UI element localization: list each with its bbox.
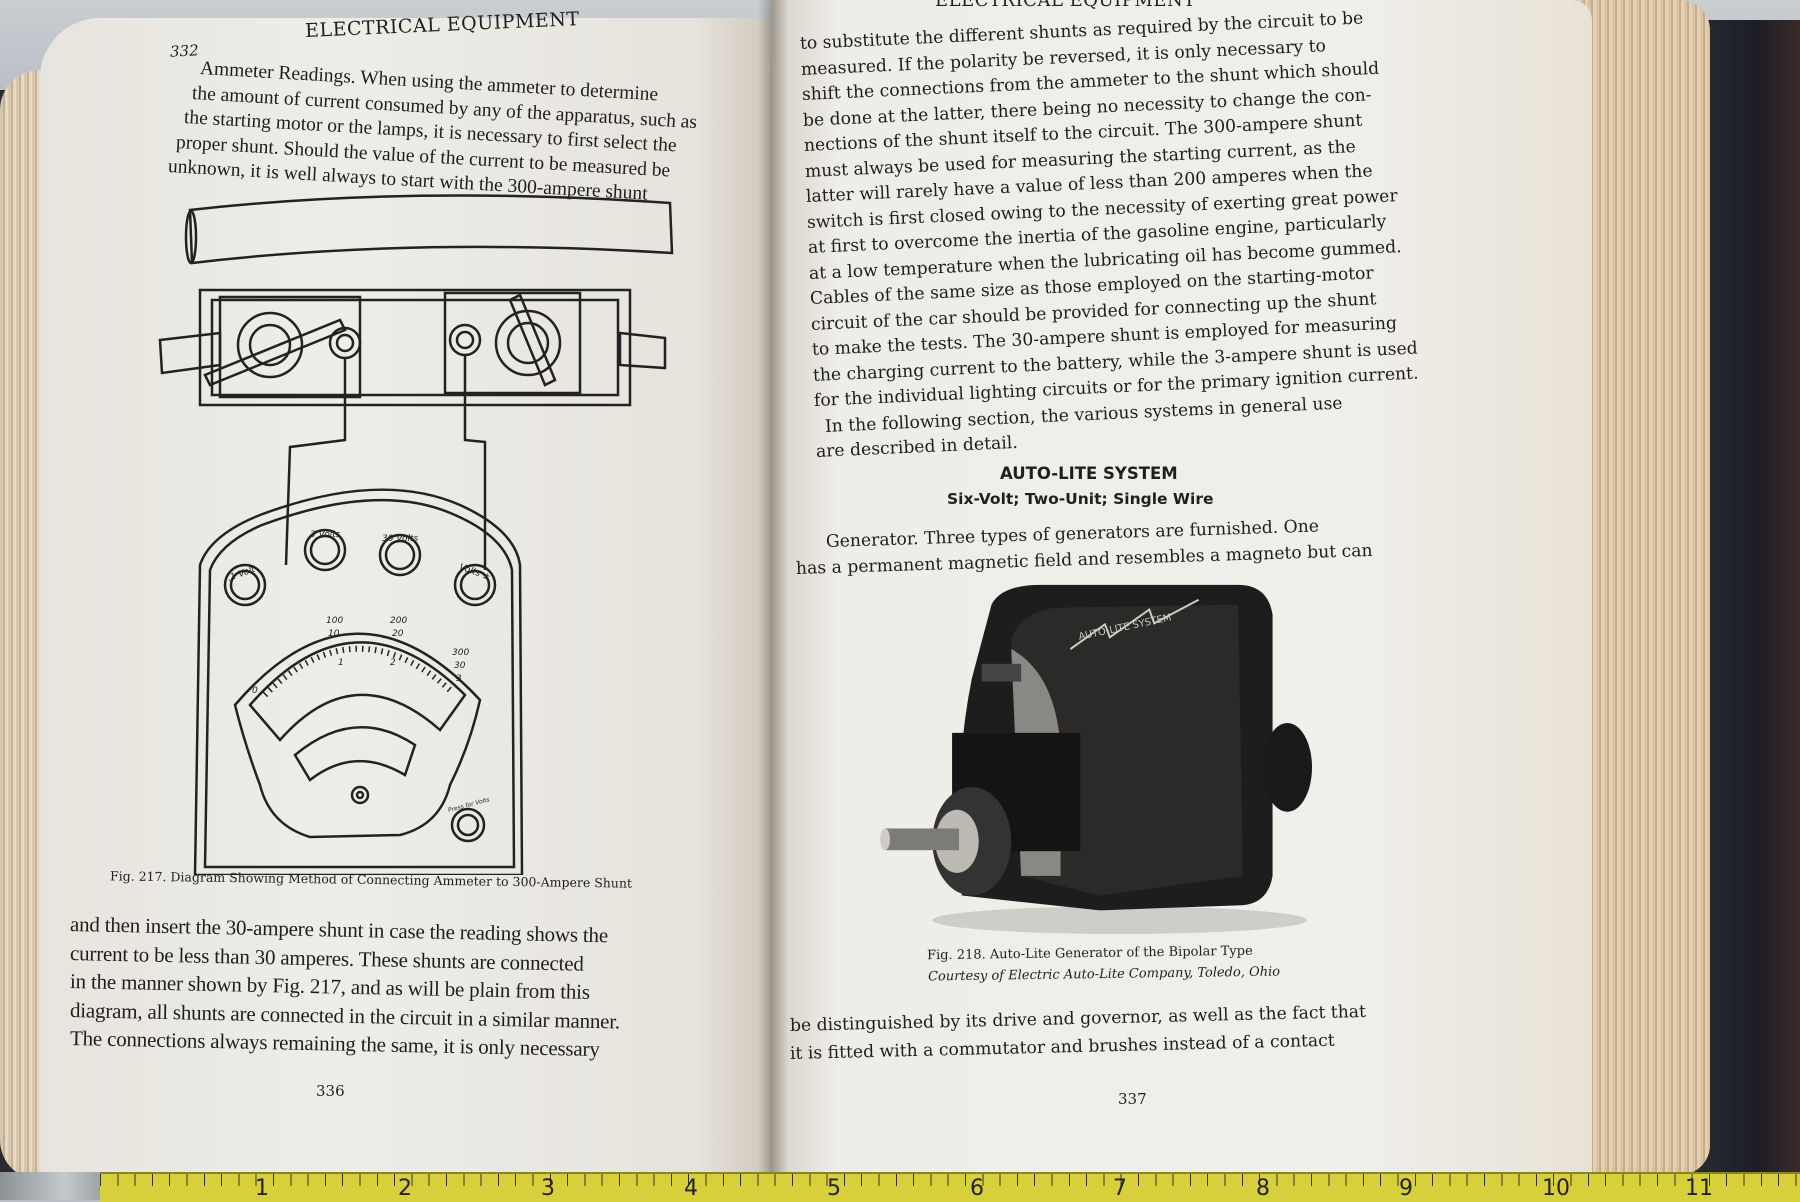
lead-wire-right — [463, 355, 487, 570]
book-gutter — [758, 0, 788, 1180]
scale-label-30: 30 — [454, 661, 466, 671]
shunt-block-right — [443, 291, 582, 395]
scale-label-1: 1 — [338, 658, 344, 668]
meter-dial-plate — [233, 632, 482, 839]
scale-label-2: 2 — [390, 658, 396, 668]
generator-illustration: AUTO-LITE SYSTEM — [880, 584, 1313, 935]
scale-label-20: 20 — [392, 629, 404, 639]
section-subheading: Six-Volt; Two-Unit; Single Wire — [947, 490, 1214, 508]
tape-number: 7 — [1113, 1176, 1127, 1201]
section-heading: AUTO-LITE SYSTEM — [1000, 464, 1178, 483]
tape-number: 6 — [970, 1176, 984, 1201]
cable-right — [618, 331, 667, 370]
meter-case-inner — [203, 499, 516, 869]
shunt-diagram: .1 Volt 3 Volts 30 Volts Volts ± 100 10 … — [158, 194, 674, 875]
generator-rear-end — [1262, 722, 1313, 812]
tape-measure: 1 2 3 4 5 6 7 8 9 10 11 — [100, 1172, 1800, 1202]
shunt-lever-left — [203, 318, 347, 387]
tape-number: 8 — [1256, 1176, 1270, 1201]
lightning-logo — [1069, 598, 1200, 650]
tape-number: 9 — [1399, 1176, 1413, 1201]
generator-drive-shaft — [885, 828, 959, 851]
tape-ticks — [100, 1174, 1800, 1186]
tape-number: 11 — [1685, 1176, 1713, 1201]
shunt-bar — [188, 194, 674, 265]
tape-number: 2 — [398, 1176, 412, 1201]
scale-label-200: 200 — [390, 616, 407, 626]
generator-shadow — [932, 906, 1308, 935]
shunt-bar-end — [184, 209, 198, 265]
tape-number: 4 — [684, 1176, 698, 1201]
generator-terminal — [981, 663, 1022, 682]
tape-number: 3 — [541, 1176, 555, 1201]
left-page — [40, 18, 770, 1183]
shunt-frame-inner — [210, 298, 620, 397]
meter-case-outer — [193, 488, 524, 875]
right-running-header: ELECTRICAL EQUIPMENT — [935, 0, 1196, 11]
meter-scale-window — [248, 641, 467, 742]
tape-number: 1 — [255, 1176, 269, 1201]
tape-number: 5 — [827, 1176, 841, 1201]
meter-pointer-window — [293, 726, 417, 782]
terminal-label-30-volts: 30 Volts — [382, 534, 418, 544]
meter-scale-ticks — [262, 645, 452, 698]
shunt-frame-outer — [198, 288, 632, 407]
shunt-lever-right — [508, 293, 557, 387]
terminal-label-3-volts: 3 Volts — [310, 530, 341, 540]
left-header-page-number: 332 — [169, 41, 200, 61]
scale-label-3: 3 — [456, 674, 462, 684]
tape-number: 10 — [1542, 1176, 1570, 1201]
scale-label-300: 300 — [452, 648, 469, 658]
scale-label-10: 10 — [328, 629, 340, 639]
terminal-label-01-volt: .1 Volt — [226, 565, 257, 584]
left-page-number: 336 — [316, 1082, 345, 1100]
scale-label-0: 0 — [252, 686, 258, 696]
right-page-number: 337 — [1118, 1090, 1147, 1108]
press-for-volts-label: Press for Volts — [447, 796, 490, 814]
scale-label-100: 100 — [326, 616, 343, 626]
